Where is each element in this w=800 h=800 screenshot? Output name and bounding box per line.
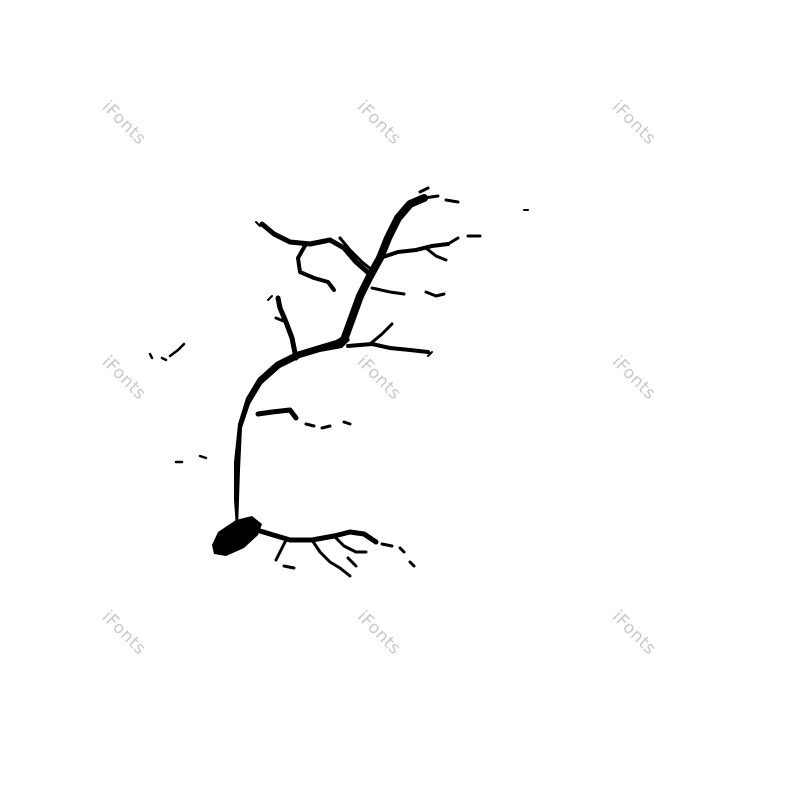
tree-branch-upper-left bbox=[259, 221, 375, 279]
tree-specks-left bbox=[148, 342, 208, 464]
tree-branch-right-upper bbox=[378, 242, 450, 260]
tree-branch-right-mid bbox=[346, 342, 430, 354]
tree-twig-right-upper bbox=[424, 234, 482, 262]
tree-twig-lower-dots bbox=[304, 420, 352, 430]
tree-root-specks bbox=[282, 560, 416, 570]
tree-twig-left bbox=[274, 316, 288, 324]
tree-root-right bbox=[247, 525, 379, 545]
tree-branch-lower bbox=[255, 407, 299, 421]
tree-twig-upper-left-cross bbox=[338, 236, 374, 272]
tree-branch-left bbox=[275, 295, 299, 361]
tree-stem-tip bbox=[418, 186, 460, 204]
tree-ink bbox=[148, 186, 529, 578]
tree-trunk bbox=[234, 334, 350, 530]
tree-rootlets bbox=[274, 534, 406, 578]
tree-twig-upper-left-down bbox=[296, 242, 336, 292]
tree-main-stem bbox=[340, 194, 428, 344]
tree-specks-top bbox=[255, 209, 529, 357]
tree-twig-right-mid bbox=[368, 322, 394, 346]
tree-twig-right-lower bbox=[370, 286, 446, 298]
